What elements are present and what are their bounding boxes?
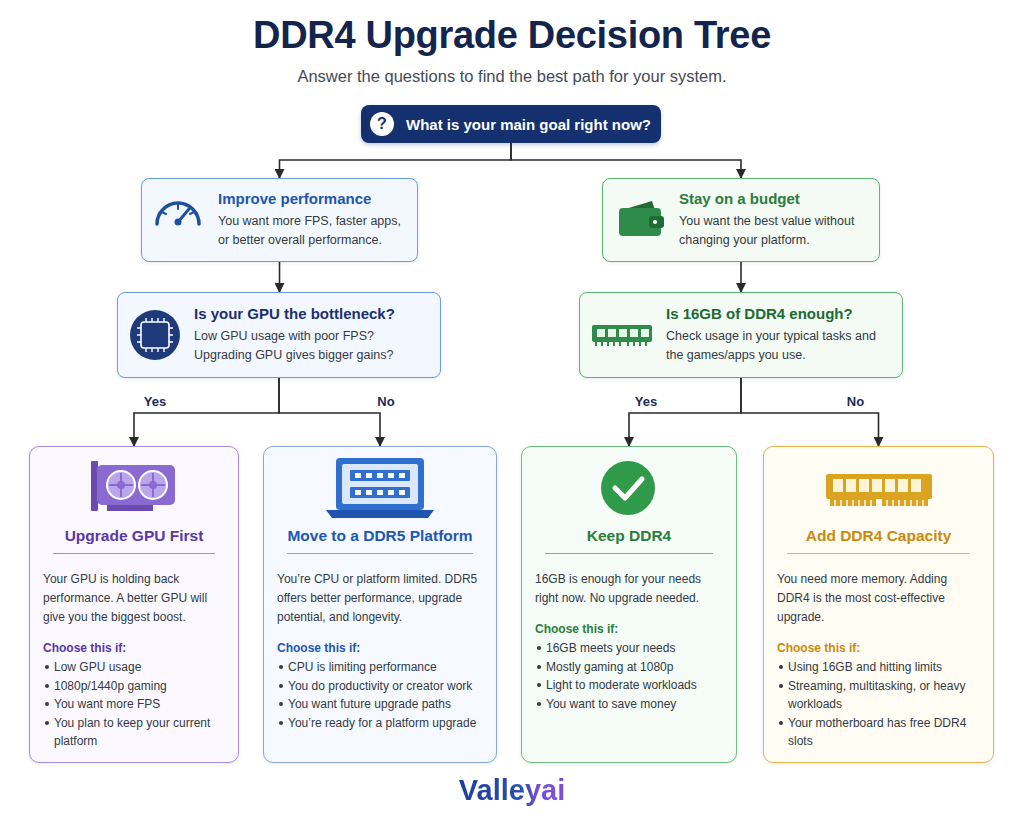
criteria-bullet: You’re ready for a platform upgrade — [277, 714, 483, 733]
outcome-card: Upgrade GPU FirstYour GPU is holding bac… — [29, 446, 239, 763]
criteria-bullet: 1080p/1440p gaming — [43, 677, 225, 696]
card-body: You’re CPU or platform limited. DDR5 off… — [277, 570, 483, 627]
brand-logo: Valleyai — [0, 774, 1024, 807]
card-heading: Keep DDR4 — [545, 526, 713, 554]
criteria-bullet: Light to moderate workloads — [535, 676, 723, 695]
arrow-connector — [629, 378, 741, 446]
goal-option-box: Stay on a budgetYou want the best value … — [602, 178, 880, 262]
criteria-heading: Choose this if: — [277, 639, 483, 658]
criteria-bullet: You want more FPS — [43, 695, 225, 714]
card-body: Your GPU is holding back performance. A … — [43, 570, 225, 627]
card-heading: Move to a DDR5 Platform — [287, 526, 473, 554]
branch-label: No — [836, 394, 876, 410]
outcome-card: Keep DDR4 16GB is enough for your needs r… — [521, 446, 737, 763]
brand-logo-text: Valleyai — [459, 774, 565, 806]
box-body: Low GPU usage with poor FPS? Upgrading G… — [194, 327, 432, 365]
card-body: You need more memory. Adding DDR4 is the… — [777, 570, 980, 627]
criteria-bullet: You do productivity or creator work — [277, 677, 483, 696]
arrow-connector — [741, 378, 879, 446]
question-box: Is 16GB of DDR4 enough? Check usage in yo… — [579, 292, 903, 378]
criteria-bullet: Your motherboard has free DDR4 slots — [777, 714, 980, 751]
criteria-heading: Choose this if: — [777, 639, 980, 658]
criteria-bullet: You want future upgrade paths — [277, 695, 483, 714]
arrow-connector — [280, 143, 512, 178]
arrow-connector — [134, 378, 279, 446]
box-body: Check usage in your typical tasks and th… — [666, 327, 894, 365]
icon-label: GPU — [136, 329, 176, 343]
box-heading: Is 16GB of DDR4 enough? — [666, 305, 894, 323]
arrow-connector — [740, 262, 742, 292]
box-body: You want the best value without changing… — [679, 212, 871, 250]
criteria-bullet: Using 16GB and hitting limits — [777, 658, 980, 677]
criteria-heading: Choose this if: — [535, 620, 723, 639]
branch-label: No — [366, 394, 406, 410]
criteria-heading: Choose this if: — [43, 639, 225, 658]
box-heading: Is your GPU the bottleneck? — [194, 305, 432, 323]
box-heading: Stay on a budget — [679, 190, 871, 208]
outcome-card: Move to a DDR5 PlatformYou’re CPU or pla… — [263, 446, 497, 763]
question-box: GPU Is your GPU the bottleneck? Low GPU us… — [117, 292, 441, 378]
pill-text: What is your main goal right now? — [406, 116, 651, 133]
arrow-connector — [279, 262, 281, 292]
criteria-bullet: Mostly gaming at 1080p — [535, 658, 723, 677]
question-icon: ? — [370, 112, 394, 136]
card-body: 16GB is enough for your needs right now.… — [535, 570, 723, 608]
criteria-bullet: You plan to keep your current platform — [43, 714, 225, 751]
goal-option-box: Improve performanceYou want more FPS, fa… — [141, 178, 418, 262]
arrow-connector — [279, 378, 380, 446]
box-body: You want more FPS, faster apps, or bette… — [218, 212, 409, 250]
card-heading: Add DDR4 Capacity — [787, 526, 970, 554]
criteria-bullet: 16GB meets your needs — [535, 639, 723, 658]
branch-label: Yes — [135, 394, 175, 410]
diagram-title: DDR4 Upgrade Decision Tree — [0, 14, 1024, 57]
card-heading: Upgrade GPU First — [53, 526, 215, 554]
criteria-bullet: You want to save money — [535, 695, 723, 714]
box-heading: Improve performance — [218, 190, 409, 208]
criteria-bullet: CPU is limiting performance — [277, 658, 483, 677]
outcome-card: Add DDR4 CapacityYou need more memory. A… — [763, 446, 994, 763]
criteria-bullet: Streaming, multitasking, or heavy worklo… — [777, 677, 980, 714]
arrow-connector — [511, 143, 741, 178]
branch-label: Yes — [626, 394, 666, 410]
diagram-subtitle: Answer the questions to find the best pa… — [0, 67, 1024, 86]
criteria-bullet: Low GPU usage — [43, 658, 225, 677]
goal-pill: ? What is your main goal right now? — [361, 105, 661, 143]
